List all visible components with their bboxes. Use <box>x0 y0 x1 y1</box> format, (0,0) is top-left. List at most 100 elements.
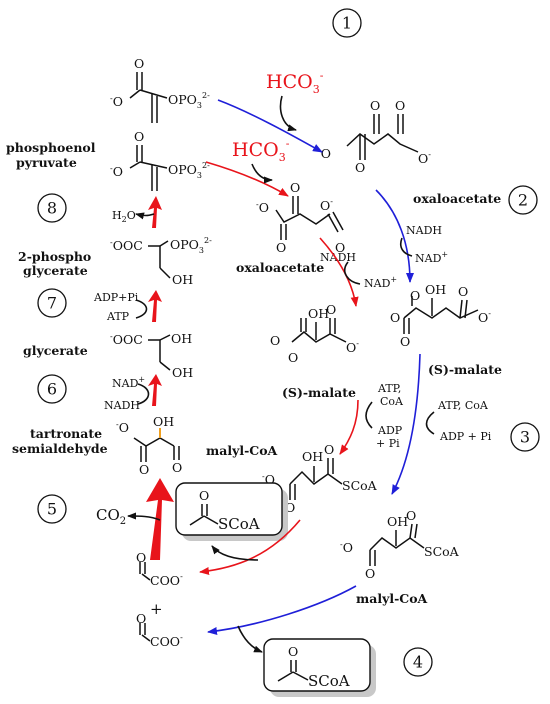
svg-text:O: O <box>335 240 345 255</box>
step-number-3: 3 <box>510 422 540 452</box>
arrow-oaa-to-malate-red <box>319 237 359 307</box>
arrow-hco3-red <box>251 163 273 184</box>
svg-text:OH: OH <box>308 306 329 321</box>
svg-text:O: O <box>365 566 375 581</box>
arrow-malate-to-malylcoa-blue <box>391 353 421 495</box>
svg-text:+ Pi: + Pi <box>376 437 400 450</box>
tsa-label-line-1: tartronate <box>30 426 102 441</box>
svg-text:-O: -O <box>318 146 331 161</box>
svg-text:CoA: CoA <box>380 395 404 408</box>
malyl-coa-structure-blue: OH O O -O SCoA <box>340 508 460 581</box>
svg-text:1: 1 <box>342 14 352 33</box>
svg-text:OPO32-: OPO32- <box>168 161 210 180</box>
svg-text:O: O <box>290 180 300 195</box>
svg-text:O: O <box>326 302 336 317</box>
svg-text:O: O <box>270 333 280 348</box>
svg-text:ADP + Pi: ADP + Pi <box>439 430 492 443</box>
co2-label: CO2 <box>96 506 126 527</box>
svg-text:O: O <box>390 310 400 325</box>
glyoxylate-structure-2: O COO- <box>136 611 183 649</box>
svg-text:O: O <box>370 98 380 113</box>
arrow-acetylcoa-release-middle <box>211 545 259 561</box>
svg-text:-OOC: -OOC <box>110 332 143 347</box>
malyl-coa-structure-red: OH O O -O SCoA <box>262 442 378 515</box>
cofactors-step8: H2O <box>112 209 136 224</box>
pep-structure-red: O -O OPO32- <box>110 129 210 191</box>
svg-text:7: 7 <box>47 294 57 313</box>
arrow-nadh-red <box>344 261 361 285</box>
arrow-malylcoa-to-glyoxylate-blue <box>207 585 357 635</box>
svg-text:O: O <box>199 488 209 503</box>
arrow-pg-to-pep <box>148 196 162 228</box>
svg-text:OH: OH <box>172 365 193 380</box>
bicarbonate-label-second: HCO3- <box>232 137 290 164</box>
glyoxylate-structure-1: O COO- <box>136 550 183 588</box>
svg-text:O: O <box>134 56 144 71</box>
step-number-1: 1 <box>332 8 362 38</box>
svg-text:SCoA: SCoA <box>424 544 460 559</box>
svg-text:O: O <box>139 462 149 477</box>
svg-text:-O: -O <box>110 164 123 179</box>
svg-text:4: 4 <box>413 653 423 672</box>
cofactors-red-step2: NADH NAD+ <box>320 251 397 290</box>
svg-text:O: O <box>406 508 416 523</box>
s-malate-label-red: (S)-malate <box>282 385 356 400</box>
arrow-glyoxylate-to-tsa <box>146 478 174 560</box>
svg-text:-OOC: -OOC <box>110 238 143 253</box>
malyl-coa-label-red: malyl-CoA <box>206 443 278 458</box>
svg-text:-O: -O <box>262 472 275 487</box>
svg-text:OH: OH <box>153 414 174 429</box>
pep-label-line-1: phosphoenol <box>6 140 96 155</box>
svg-text:OH: OH <box>302 449 323 464</box>
arrow-nad-step6 <box>137 383 150 405</box>
pg-label-line-1: 2-phospho <box>18 249 91 264</box>
arrow-malate-to-malylcoa-red <box>339 399 359 455</box>
svg-text:5: 5 <box>47 500 57 519</box>
svg-text:O: O <box>134 129 144 144</box>
arrow-glycerate-to-pg <box>148 290 162 322</box>
cofactors-blue-step3: ATP, CoA ADP + Pi <box>437 399 492 443</box>
oxaloacetate-label-blue: oxaloacetate <box>413 191 501 206</box>
pep-label-line-2: pyruvate <box>16 155 77 170</box>
svg-text:NAD+: NAD+ <box>415 250 448 265</box>
acetyl-coa-box-bottom: O SCoA <box>263 638 376 697</box>
step-number-4: 4 <box>403 647 433 677</box>
plus-sign: + <box>150 600 163 618</box>
svg-text:O: O <box>285 500 295 515</box>
svg-text:-O: -O <box>110 94 123 109</box>
phosphoglycerate-structure: -OOC OPO32- OH <box>110 236 212 287</box>
arrow-nadh-blue <box>399 237 413 257</box>
svg-text:O: O <box>136 550 146 565</box>
glycerate-structure: -OOC OH OH <box>110 331 193 380</box>
arrow-pep-to-oaa-red <box>205 161 289 197</box>
svg-text:ATP,: ATP, <box>377 382 401 395</box>
svg-text:NADH: NADH <box>406 224 442 237</box>
svg-text:3: 3 <box>520 428 530 447</box>
svg-text:-O: -O <box>116 420 129 435</box>
arrow-co2-release <box>127 512 161 521</box>
svg-text:8: 8 <box>47 199 57 218</box>
svg-text:COO-: COO- <box>150 633 183 649</box>
svg-text:ATP, CoA: ATP, CoA <box>437 399 489 412</box>
svg-text:NAD+: NAD+ <box>364 275 397 290</box>
svg-text:NAD+: NAD+ <box>112 375 145 390</box>
svg-text:COO-: COO- <box>150 572 183 588</box>
svg-text:OH: OH <box>425 282 446 297</box>
oxaloacetate-label-red: oxaloacetate <box>236 260 324 275</box>
step-number-6: 6 <box>37 374 67 404</box>
step-number-2: 2 <box>508 185 538 215</box>
tartronate-semialdehyde-structure: -O OH O O <box>116 414 182 477</box>
svg-text:OPO32-: OPO32- <box>168 91 210 110</box>
cofactors-step7: ADP+Pi ATP <box>93 291 139 323</box>
svg-text:O-: O- <box>478 309 491 325</box>
s-malate-structure-blue: OH O O O O O- <box>390 282 491 349</box>
svg-text:6: 6 <box>47 380 57 399</box>
svg-text:O: O <box>288 350 298 365</box>
malyl-coa-label-blue: malyl-CoA <box>356 591 428 606</box>
arrow-atp-blue <box>425 411 435 435</box>
svg-text:O: O <box>288 644 298 659</box>
svg-text:NADH: NADH <box>104 399 140 412</box>
svg-text:OPO32-: OPO32- <box>170 236 212 255</box>
svg-text:SCoA: SCoA <box>218 515 260 533</box>
